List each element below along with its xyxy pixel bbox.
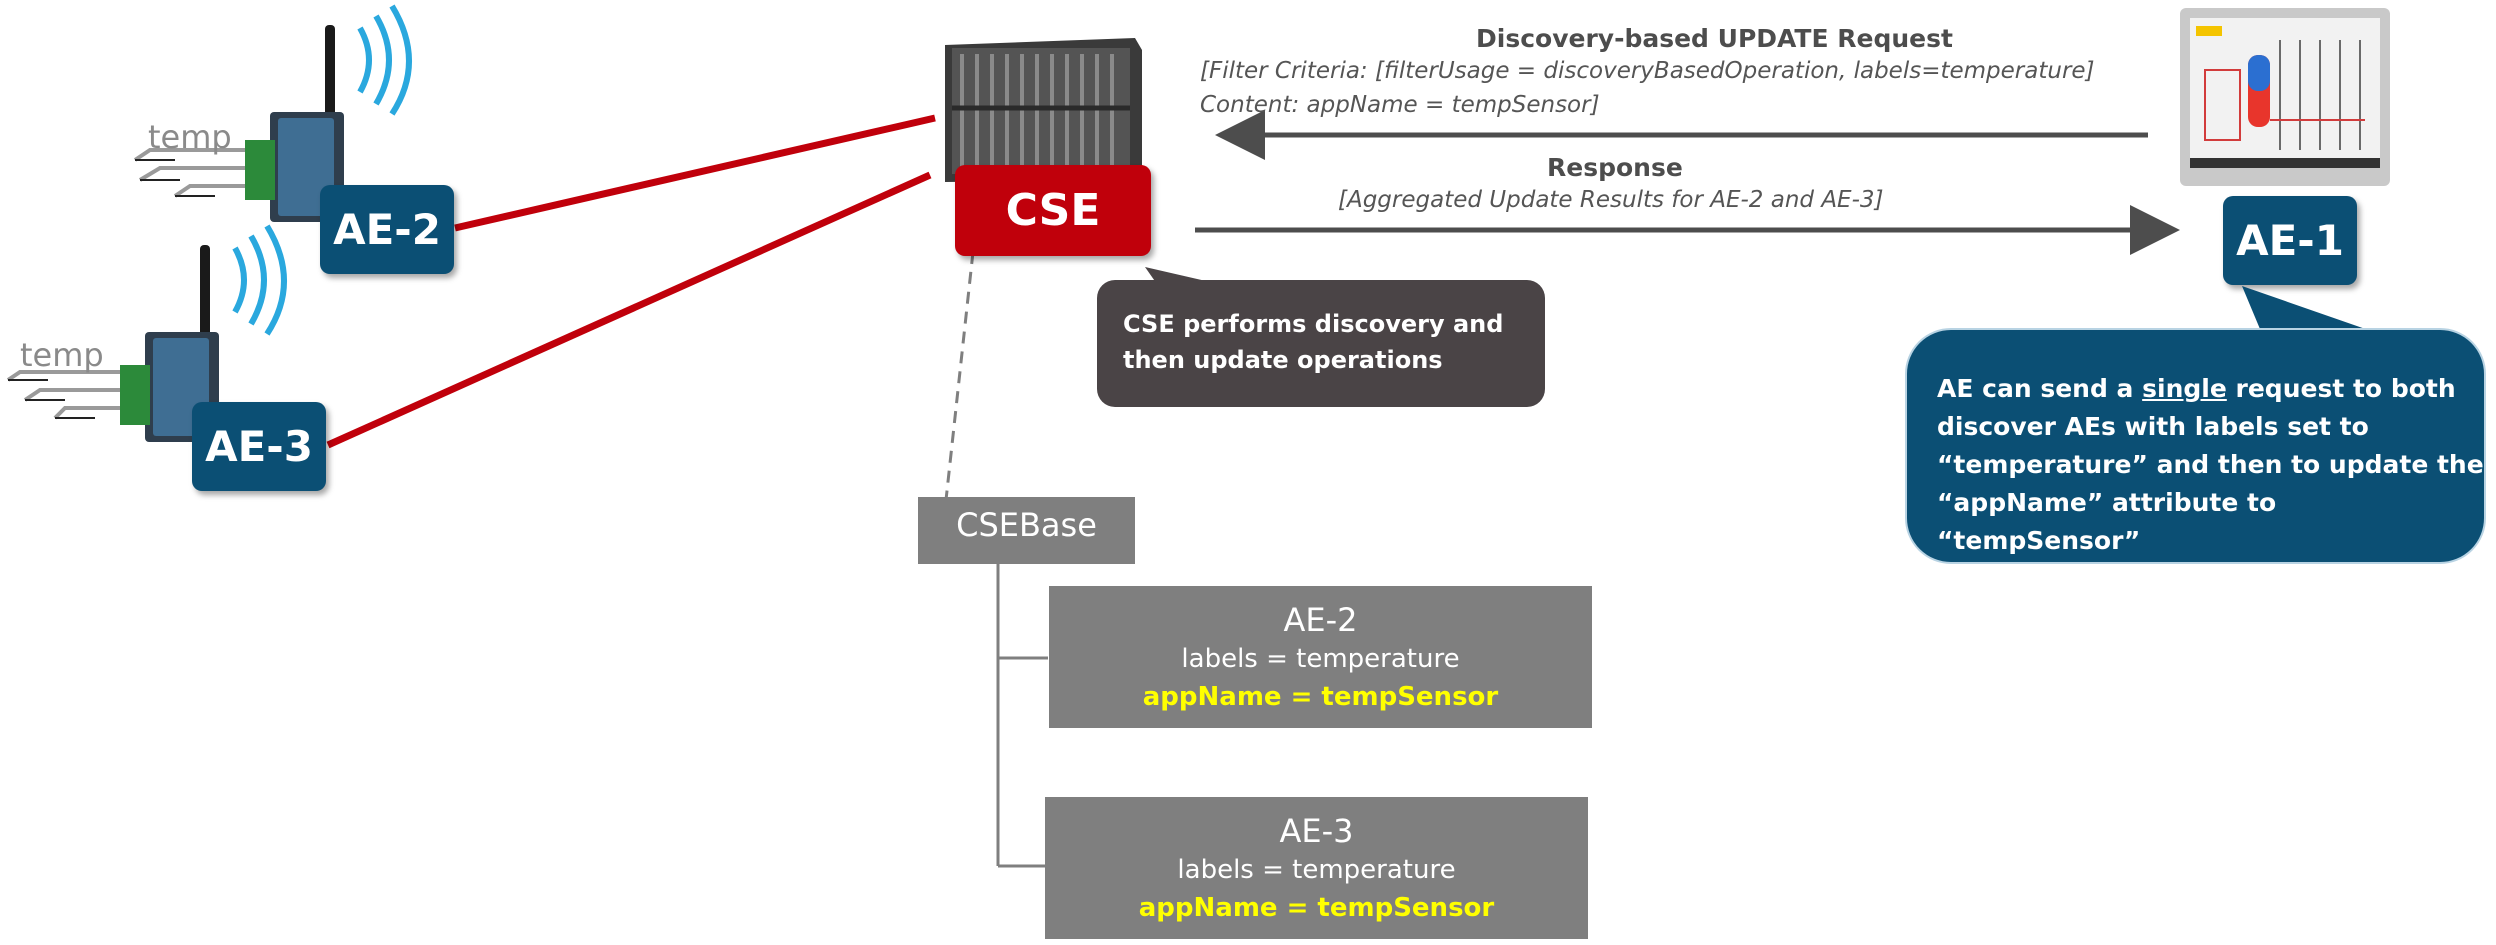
ae3-sensor-label: temp [20, 336, 104, 374]
ae3-resource-name: AE-3 [1279, 812, 1354, 850]
ae2-resource-labels: labels = temperature [1181, 644, 1460, 674]
ae1-callout-emphasis: single [2142, 374, 2227, 403]
ae1-callout: AE can send a single request to both dis… [1905, 328, 2486, 564]
ae2-resource-name: AE-2 [1283, 601, 1358, 639]
cse-callout-line2: then update operations [1123, 346, 1443, 374]
cse-callout-line1: CSE performs discovery and [1123, 310, 1504, 338]
response-detail: [Aggregated Update Results for AE-2 and … [1338, 187, 1884, 213]
ae1-callout-line3: “temperature” and then to update the [1937, 450, 2484, 479]
ae3-node[interactable]: AE-3 [192, 402, 326, 491]
monitor-screen-icon [2180, 8, 2390, 186]
cse-to-csebase-dashed-line [944, 251, 975, 501]
ae1-callout-line1-post: request to both [2226, 374, 2456, 403]
ae2-sensor-label: temp [148, 118, 232, 156]
ae3-resource[interactable]: AE-3 labels = temperature appName = temp… [1045, 797, 1588, 939]
ae1-callout-line4: “appName” attribute to “tempSensor” [1937, 488, 2277, 555]
ae1-node[interactable]: AE-1 [2223, 196, 2357, 285]
ae1-callout-line1: AE can send a single request to both [1937, 370, 2484, 408]
ae2-node[interactable]: AE-2 [320, 185, 454, 274]
ae3-resource-appname: appName = tempSensor [1138, 893, 1495, 923]
ae1-callout-line1-pre: AE can send a [1937, 374, 2143, 403]
link-ae2-cse [454, 114, 936, 232]
ae2-resource-appname: appName = tempSensor [1142, 682, 1499, 712]
response-title: Response [1547, 153, 1683, 182]
server-rack-icon [945, 38, 1142, 182]
csebase-resource-name: CSEBase [956, 506, 1097, 544]
ae1-callout-line2: discover AEs with labels set to [1937, 412, 2369, 441]
link-ae3-cse [326, 171, 932, 449]
request-content: Content: appName = tempSensor] [1200, 92, 1600, 118]
cse-node[interactable]: CSE [955, 165, 1151, 256]
ae1-callout-pointer [2242, 286, 2400, 341]
request-title: Discovery-based UPDATE Request [1476, 24, 1953, 53]
request-filter-criteria: [Filter Criteria: [filterUsage = discove… [1200, 58, 2095, 84]
ae3-resource-labels: labels = temperature [1177, 855, 1456, 885]
cse-callout: CSE performs discovery and then update o… [1097, 280, 1545, 407]
ae2-resource[interactable]: AE-2 labels = temperature appName = temp… [1049, 586, 1592, 728]
csebase-resource[interactable]: CSEBase [918, 497, 1135, 564]
